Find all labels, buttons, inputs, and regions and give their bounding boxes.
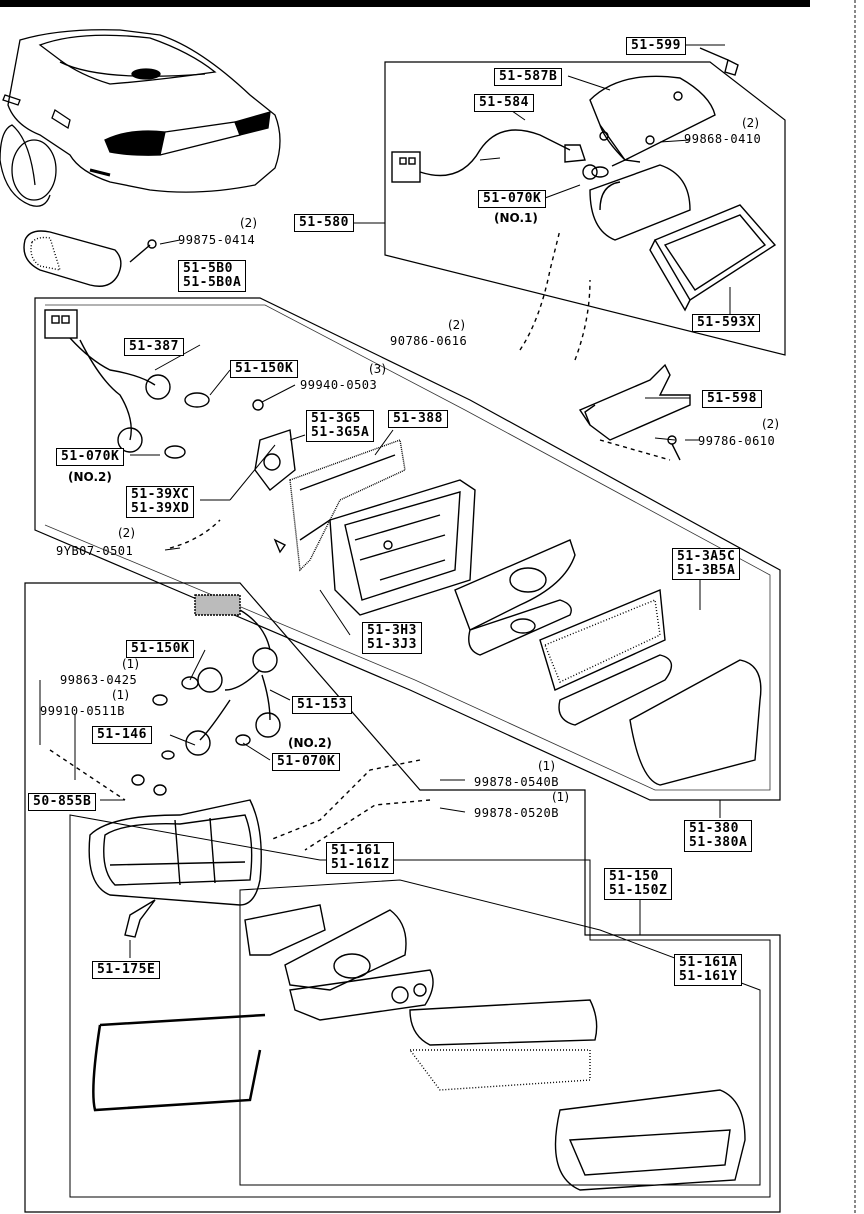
callout-51-150k-lower[interactable]: 51-150K [126,640,195,658]
callout-51-599[interactable]: 51-599 [626,37,686,55]
tail-lamp-harness-51-387 [44,309,210,459]
tail-lamp-harness-51-153 [131,594,281,796]
bolt-99868-0410[interactable]: 99868-0410 [684,132,762,146]
callout-51-380[interactable]: 51-380 51-380A [684,820,753,852]
qty-99910: (1) [112,688,129,702]
bolt-99786-0610[interactable]: 99786-0610 [698,434,776,448]
rear-combination-lamp [88,799,262,938]
callout-51-5b0[interactable]: 51-5B0 51-5B0A [178,260,247,292]
callout-51-387[interactable]: 51-387 [124,338,184,356]
leader-lines [39,44,731,958]
callout-51-070k-no2-lower[interactable]: 51-070K [272,753,341,771]
callout-51-587b[interactable]: 51-587B [494,68,563,86]
group-outline-51-380 [34,297,781,801]
qty-99875: (2) [240,216,257,230]
qty-99786: (2) [762,417,779,431]
callout-51-070k-no2-upper[interactable]: 51-070K [56,448,125,466]
callout-51-3g5[interactable]: 51-3G5 51-3G5A [306,410,375,442]
header-bar [0,0,810,7]
tail-lamp-lens-set [244,904,746,1191]
group-outline-51-161a [239,879,761,1186]
qty-99863: (1) [122,657,139,671]
callout-51-580[interactable]: 51-580 [294,214,354,232]
callout-51-593x[interactable]: 51-593X [692,314,761,332]
qty-99878b: (1) [552,790,569,804]
bolt-9yb07-0501[interactable]: 9YB07-0501 [56,544,134,558]
gasket-51-388 [289,439,406,572]
group-outline-51-580 [384,61,786,356]
callout-51-3h3[interactable]: 51-3H3 51-3J3 [362,622,422,654]
callout-51-175e[interactable]: 51-175E [92,961,161,979]
note-no2-upper: (NO.2) [68,470,112,484]
note-no2-lower: (NO.2) [288,736,332,750]
bolt-99863-0425[interactable]: 99863-0425 [60,673,138,687]
callout-51-153[interactable]: 51-153 [292,696,352,714]
dashed-leader-clips [269,759,421,841]
callout-51-070k-no1[interactable]: 51-070K [478,190,547,208]
high-mount-wiring-harness [391,129,609,183]
bolt-99878-0520b[interactable]: 99878-0520B [474,806,559,820]
lamp-gasket [92,1013,266,1112]
high-mount-brake-lamp [582,47,777,312]
lamp-socket-bracket [252,399,296,491]
reverse-lamp-lens-set [454,539,762,786]
callout-51-161[interactable]: 51-161 51-161Z [326,842,395,874]
group-outline-51-380-inner [44,304,771,791]
bolt-99878-0540b[interactable]: 99878-0540B [474,775,559,789]
garnish-lamp-housing [273,479,476,616]
callout-51-584[interactable]: 51-584 [474,94,534,112]
dashed-leader-bracket [574,279,591,361]
callout-51-150[interactable]: 51-150 51-150Z [604,868,673,900]
callout-51-146[interactable]: 51-146 [92,726,152,744]
callout-51-3a5c[interactable]: 51-3A5C 51-3B5A [672,548,741,580]
qty-90786: (2) [448,318,465,332]
callout-51-39xc[interactable]: 51-39XC 51-39XD [126,486,195,518]
dashed-leader-top [519,229,561,351]
qty-99878a: (1) [538,759,555,773]
callout-51-161a[interactable]: 51-161A 51-161Y [674,954,743,986]
vehicle-rear-view [0,29,281,207]
qty-99868: (2) [742,116,759,130]
bolt-99875-0414[interactable]: 99875-0414 [178,233,256,247]
group-outline-51-150 [24,582,781,1213]
bolt-99910-0511b[interactable]: 99910-0511B [40,704,125,718]
note-no1: (NO.1) [494,211,538,225]
callout-51-388[interactable]: 51-388 [388,410,448,428]
mounting-bracket [578,363,691,461]
side-marker-lamp [23,230,157,287]
callout-50-855b[interactable]: 50-855B [28,793,97,811]
bolt-99940-0503[interactable]: 99940-0503 [300,378,378,392]
callout-51-150k-upper[interactable]: 51-150K [230,360,299,378]
callout-51-598[interactable]: 51-598 [702,390,762,408]
qty-9yb07: (2) [118,526,135,540]
qty-99940: (3) [369,362,386,376]
bolt-90786-0616[interactable]: 90786-0616 [390,334,468,348]
